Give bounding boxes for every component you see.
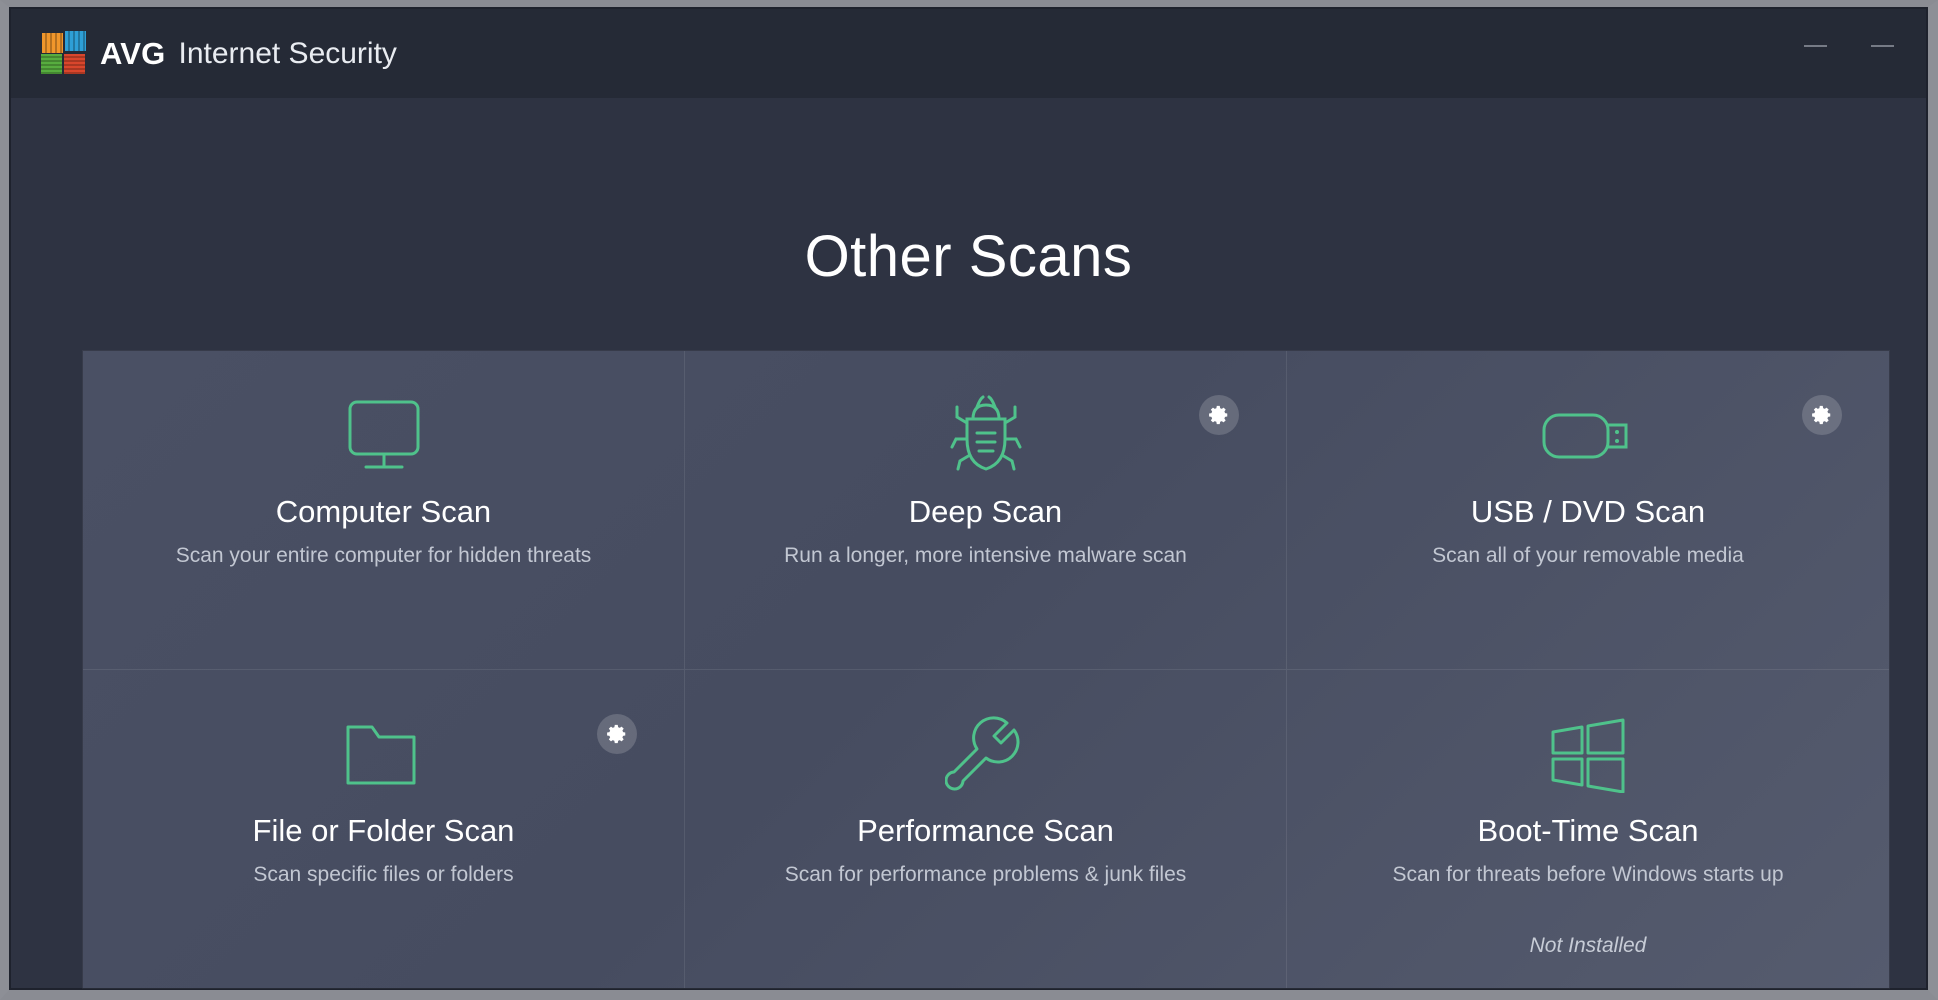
scan-tile-usb-dvd-scan[interactable]: USB / DVD Scan Scan all of your removabl… <box>1287 351 1889 670</box>
scan-tile-description: Scan for performance problems & junk fil… <box>784 862 1187 886</box>
windows-logo-icon <box>1547 712 1629 798</box>
maximize-button[interactable] <box>1860 27 1904 53</box>
scan-tile-description: Scan specific files or folders <box>253 862 514 886</box>
scan-tile-description: Scan for threats before Windows starts u… <box>1392 862 1784 886</box>
wrench-icon <box>944 712 1027 798</box>
scan-tile-deep-scan[interactable]: Deep Scan Run a longer, more intensive m… <box>685 351 1287 670</box>
scan-tile-performance-scan[interactable]: Performance Scan Scan for performance pr… <box>685 669 1287 988</box>
scan-tile-title: Boot-Time Scan <box>1477 812 1699 848</box>
deep-scan-settings-button[interactable] <box>1199 395 1239 435</box>
scan-tile-boot-time-scan[interactable]: Boot-Time Scan Scan for threats before W… <box>1287 670 1889 989</box>
monitor-icon <box>342 393 426 479</box>
usb-dvd-scan-settings-button[interactable] <box>1802 395 1842 435</box>
avg-logo-icon <box>41 31 87 76</box>
scan-tile-description: Run a longer, more intensive malware sca… <box>784 544 1187 568</box>
logo-quadrant-red <box>64 54 85 74</box>
usb-drive-icon <box>1540 393 1636 479</box>
scan-tile-title: USB / DVD Scan <box>1470 494 1706 529</box>
minimize-button[interactable] <box>1793 27 1837 53</box>
scan-tile-title: File or Folder Scan <box>252 812 515 848</box>
maximize-icon <box>1871 45 1894 47</box>
scan-tile-title: Deep Scan <box>908 494 1063 529</box>
bug-icon <box>943 393 1029 479</box>
scan-tile-title: Computer Scan <box>275 494 492 529</box>
content-area: Other Scans Computer Scan Scan your enti… <box>11 98 1926 988</box>
scan-tile-file-or-folder-scan[interactable]: File or Folder Scan Scan specific files … <box>83 669 685 988</box>
logo-quadrant-green <box>41 54 62 74</box>
scan-tile-description: Scan all of your removable media <box>1432 544 1744 568</box>
logo-quadrant-blue <box>65 31 86 51</box>
title-bar: AVG Internet Security <box>11 9 1926 99</box>
minimize-icon <box>1804 45 1827 47</box>
scan-tile-computer-scan[interactable]: Computer Scan Scan your entire computer … <box>83 351 685 670</box>
brand-area: AVG Internet Security <box>41 31 397 76</box>
folder-icon <box>342 712 426 798</box>
page-title: Other Scans <box>804 223 1133 289</box>
logo-quadrant-orange <box>42 33 63 53</box>
gear-icon <box>1209 405 1228 425</box>
gear-icon <box>607 724 626 743</box>
status-badge: Not Installed <box>1529 934 1647 957</box>
scan-tile-title: Performance Scan <box>857 812 1114 848</box>
brand-product-name: Internet Security <box>178 36 397 70</box>
window-inner: AVG Internet Security Other Scans <box>9 7 1928 990</box>
gear-icon <box>1812 405 1831 425</box>
scan-tile-description: Scan your entire computer for hidden thr… <box>175 544 592 568</box>
file-or-folder-scan-settings-button[interactable] <box>597 713 637 754</box>
brand-name-avg: AVG <box>100 36 166 71</box>
scan-tile-grid: Computer Scan Scan your entire computer … <box>83 351 1889 988</box>
